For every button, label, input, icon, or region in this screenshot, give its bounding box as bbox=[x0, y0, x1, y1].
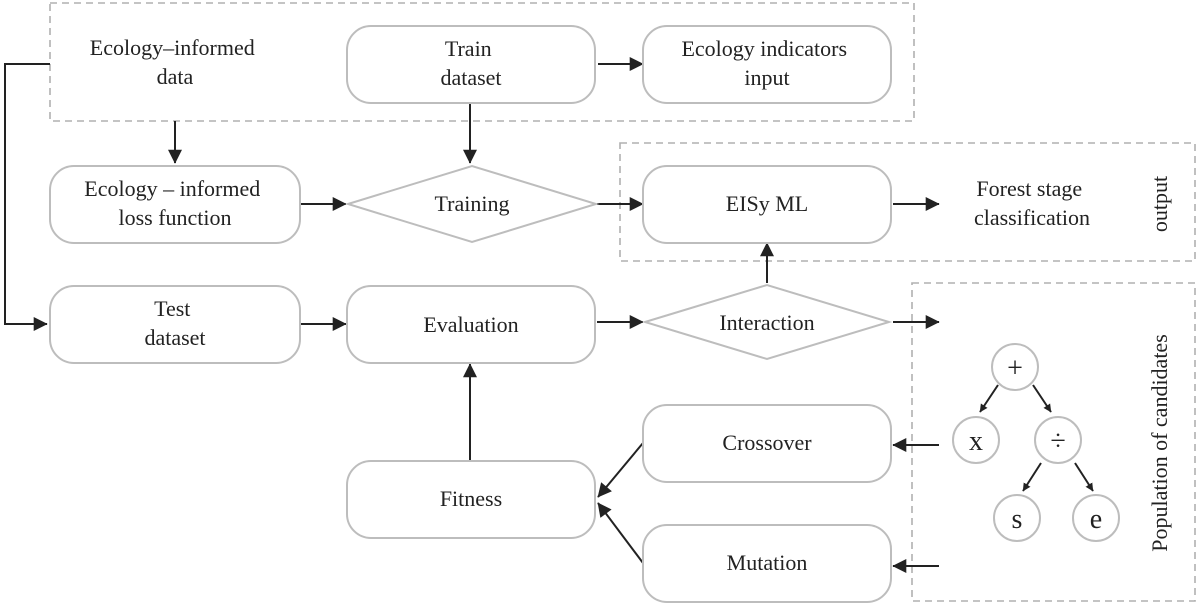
forest-stage-line2: classification bbox=[974, 205, 1090, 230]
train-dataset-line1: Train bbox=[445, 36, 492, 61]
ecology-informed-data-line1: Ecology–informed bbox=[90, 35, 255, 60]
tree-node-s bbox=[993, 494, 1041, 542]
mutation-node bbox=[642, 524, 892, 603]
tree-node-divide-label: ÷ bbox=[1050, 426, 1065, 457]
input-group-frame bbox=[49, 2, 915, 122]
test-dataset-line1: Test bbox=[154, 296, 190, 321]
output-label: output bbox=[1147, 176, 1172, 232]
train-dataset-label: Train dataset bbox=[440, 36, 501, 90]
tree-node-root bbox=[991, 343, 1039, 391]
training-decision-node bbox=[344, 164, 600, 244]
candidate-tree: + x ÷ s e bbox=[952, 343, 1120, 542]
tree-node-e-label: e bbox=[1090, 504, 1102, 535]
ecology-indicators-input-line2: input bbox=[744, 65, 789, 90]
loss-function-line2: loss function bbox=[118, 205, 231, 230]
ecology-informed-data-line2: data bbox=[157, 64, 194, 89]
fitness-label: Fitness bbox=[440, 486, 502, 511]
ecology-informed-data-node: Ecology–informed data bbox=[90, 35, 260, 89]
output-group-frame bbox=[619, 142, 1196, 262]
test-dataset-label: Test dataset bbox=[144, 296, 205, 350]
fitness-node bbox=[346, 460, 596, 539]
loss-function-line1: Ecology – informed bbox=[84, 176, 260, 201]
evaluation-label: Evaluation bbox=[423, 312, 518, 337]
tree-edge-div-left bbox=[1022, 462, 1042, 492]
evaluation-node bbox=[346, 285, 596, 364]
tree-node-divide bbox=[1034, 416, 1082, 464]
edge-mutation-to-fitness bbox=[597, 502, 644, 564]
tree-node-e bbox=[1072, 494, 1120, 542]
train-dataset-line2: dataset bbox=[440, 65, 501, 90]
train-dataset-node bbox=[346, 25, 596, 104]
ecology-indicators-input-label: Ecology indicators input bbox=[681, 36, 852, 90]
mutation-label: Mutation bbox=[727, 550, 808, 575]
interaction-decision-node bbox=[641, 283, 893, 361]
eisy-ml-label: EISy ML bbox=[726, 191, 809, 216]
population-label: Population of candidates bbox=[1147, 334, 1172, 552]
forest-stage-classification-node: Forest stage classification bbox=[974, 176, 1090, 230]
training-label: Training bbox=[435, 191, 510, 216]
loss-function-node bbox=[49, 165, 301, 244]
loss-function-label: Ecology – informed loss function bbox=[84, 176, 265, 230]
tree-edge-root-right bbox=[1032, 384, 1052, 413]
test-dataset-line2: dataset bbox=[144, 325, 205, 350]
edge-ecodata-to-test bbox=[4, 63, 50, 331]
ecology-indicators-input-line1: Ecology indicators bbox=[681, 36, 847, 61]
interaction-label: Interaction bbox=[719, 310, 814, 335]
edge-crossover-to-fitness bbox=[597, 442, 644, 498]
test-dataset-node bbox=[49, 285, 301, 364]
edges bbox=[4, 57, 1094, 573]
tree-edge-div-right bbox=[1074, 462, 1094, 492]
forest-stage-line1: Forest stage bbox=[976, 176, 1082, 201]
tree-node-root-label: + bbox=[1007, 353, 1023, 384]
tree-node-x bbox=[952, 416, 1000, 464]
crossover-node bbox=[642, 404, 892, 483]
ecology-indicators-input-node bbox=[642, 25, 892, 104]
tree-edge-root-left bbox=[979, 384, 999, 413]
tree-node-x-label: x bbox=[969, 426, 983, 457]
eisy-ml-node bbox=[642, 165, 892, 244]
tree-node-s-label: s bbox=[1012, 504, 1023, 535]
crossover-label: Crossover bbox=[722, 430, 812, 455]
